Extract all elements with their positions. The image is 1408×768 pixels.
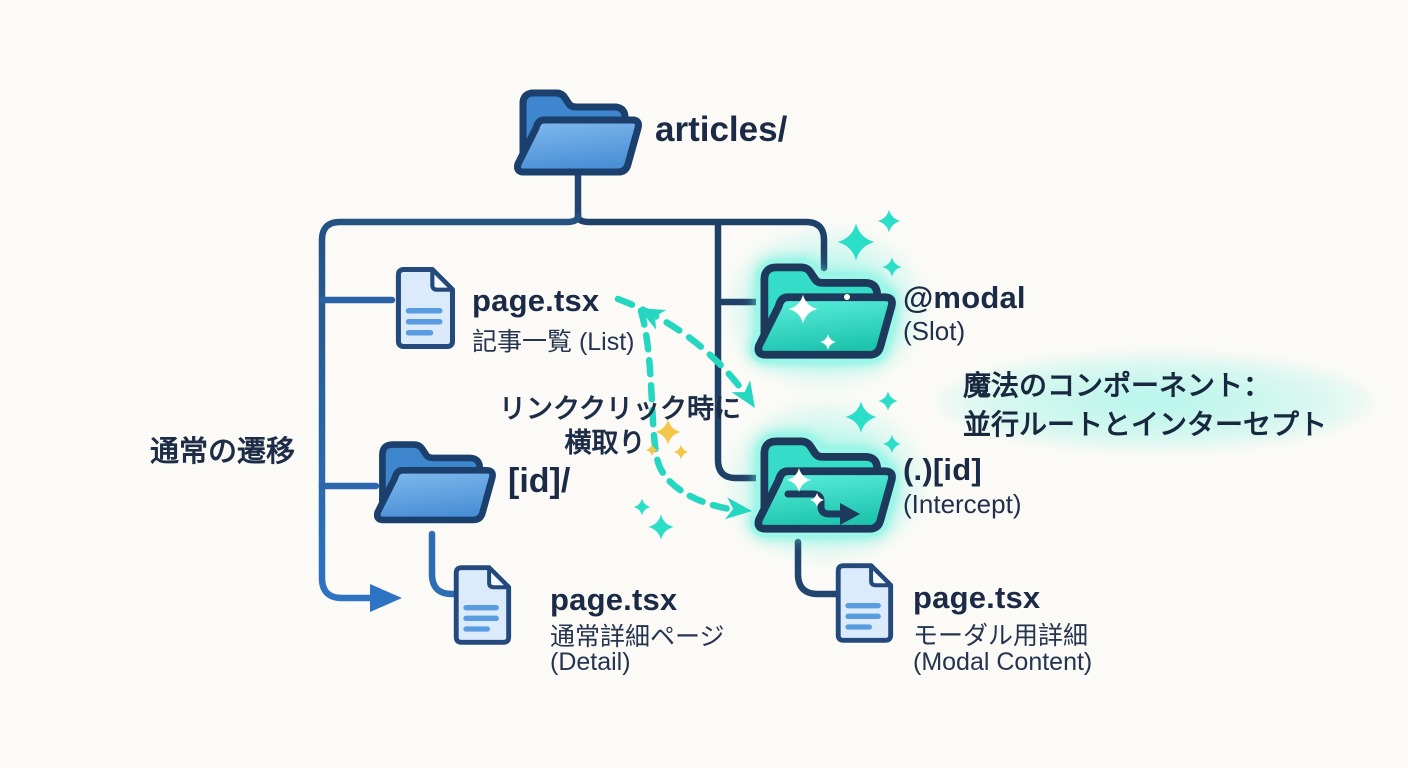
normal-transition-arrowhead (370, 584, 402, 612)
detail-page-label: page.tsx (550, 582, 678, 617)
normal-transition-label: 通常の遷移 (150, 436, 296, 468)
id-folder-label: [id]/ (508, 462, 571, 500)
list-page-caption: 記事一覧 (List) (472, 328, 635, 356)
detail-page-caption2: (Detail) (550, 648, 631, 676)
magic-note-line2: 並行ルートとインターセプト (963, 409, 1328, 440)
articles-folder-icon (510, 89, 642, 176)
detail-page-caption: 通常詳細ページ (550, 623, 725, 651)
modal-page-document-icon (832, 560, 896, 646)
slot-folder-icon (750, 259, 896, 364)
magic-note-glow (935, 352, 1375, 452)
slot-folder-caption: (Slot) (903, 316, 966, 346)
list-page-label: page.tsx (472, 283, 600, 318)
list-page-document-icon (392, 264, 458, 352)
intercept-folder-caption: (Intercept) (903, 489, 1022, 519)
magic-note-line1: 魔法のコンポーネント： (963, 370, 1272, 401)
modal-page-caption2: (Modal Content) (913, 648, 1093, 676)
intercept-folder-label: (.)[id] (903, 452, 982, 487)
intercept-note-line2: 横取り (564, 428, 646, 458)
modal-page-label: page.tsx (913, 580, 1041, 615)
articles-folder-label: articles/ (655, 110, 788, 149)
modal-page-caption: モーダル用詳細 (913, 622, 1089, 650)
slot-folder-label: @modal (903, 280, 1026, 315)
id-folder-icon (373, 441, 496, 524)
intercept-folder-icon (750, 433, 896, 538)
detail-page-document-icon (450, 562, 514, 648)
